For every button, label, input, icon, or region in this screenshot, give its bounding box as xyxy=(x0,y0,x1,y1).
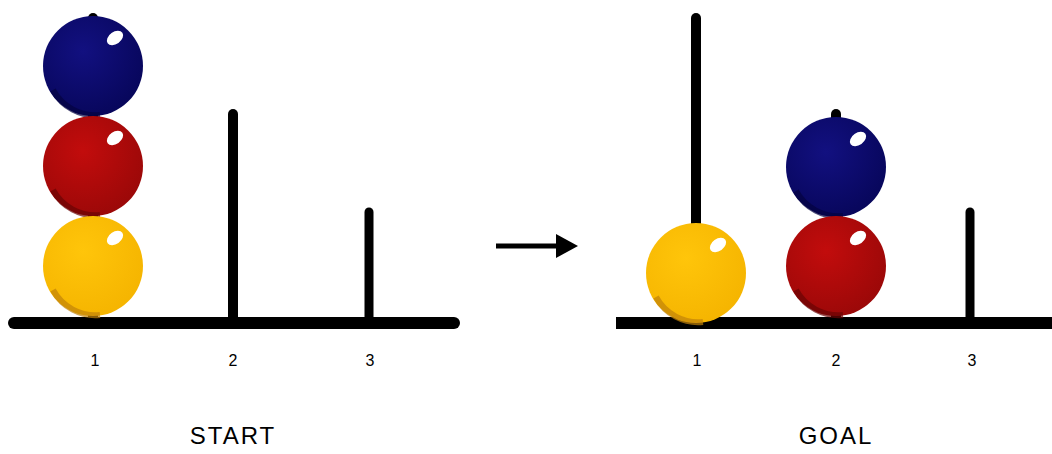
ball-highlight xyxy=(104,28,126,48)
ball-highlight xyxy=(847,129,869,149)
peg xyxy=(228,114,238,323)
ball-highlight xyxy=(707,235,729,255)
goal-board xyxy=(616,18,1052,323)
ball xyxy=(43,16,143,116)
blue-ball xyxy=(43,16,143,116)
peg-number: 2 xyxy=(832,352,841,370)
red-ball xyxy=(43,116,143,216)
peg xyxy=(966,212,975,323)
peg xyxy=(365,212,374,323)
panel-caption: START xyxy=(190,422,276,450)
peg-number: 2 xyxy=(229,352,238,370)
ball-shade xyxy=(53,90,100,115)
transition-arrow xyxy=(496,234,578,258)
ball-highlight xyxy=(104,128,126,148)
panel-caption: GOAL xyxy=(799,422,874,450)
red-ball xyxy=(786,216,886,316)
peg-number: 3 xyxy=(968,352,977,370)
ball xyxy=(646,223,746,323)
peg-number: 3 xyxy=(366,352,375,370)
blue-ball xyxy=(786,117,886,217)
yellow-ball xyxy=(43,216,143,316)
ball xyxy=(786,216,886,316)
ball-shade xyxy=(53,190,100,215)
arrow-shaft xyxy=(496,244,560,249)
ball-highlight xyxy=(847,228,869,248)
ball xyxy=(43,216,143,316)
peg-number: 1 xyxy=(693,352,702,370)
ball-shade xyxy=(656,297,703,322)
arrow-head xyxy=(556,234,578,258)
ball xyxy=(786,117,886,217)
ball-shade xyxy=(796,290,843,315)
ball-shade xyxy=(53,290,100,315)
ball-shade xyxy=(796,191,843,216)
yellow-ball xyxy=(646,223,746,323)
peg-number: 1 xyxy=(91,352,100,370)
ball xyxy=(43,116,143,216)
ball-highlight xyxy=(104,228,126,248)
